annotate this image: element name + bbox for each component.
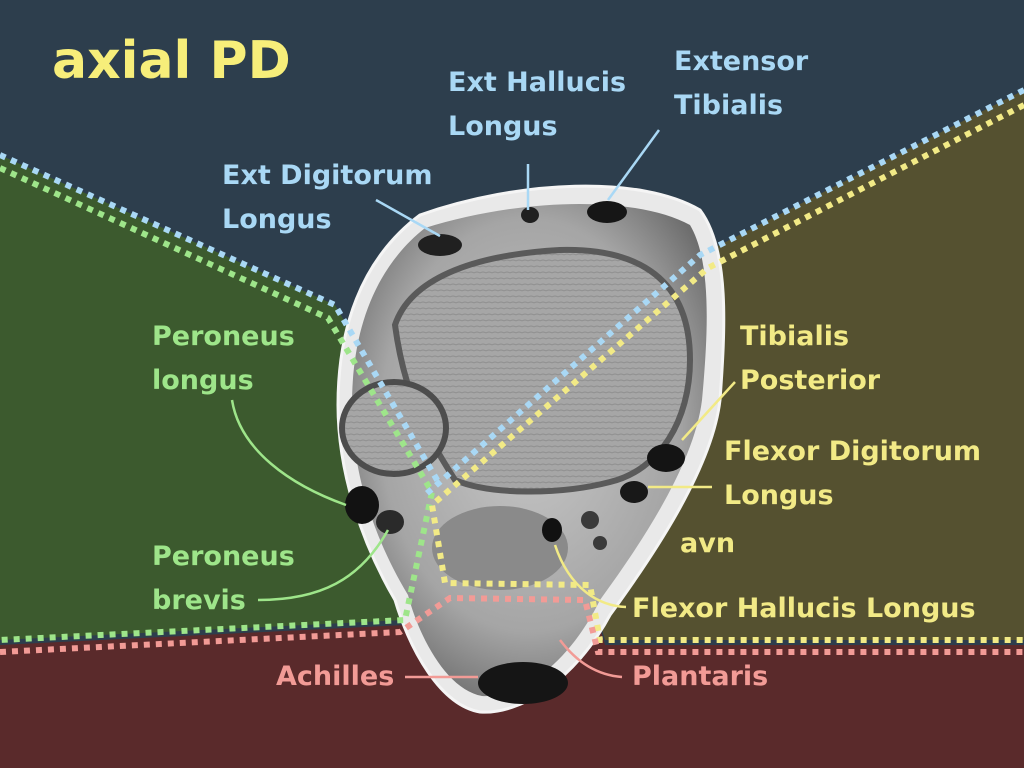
leader-peroneus-brevis: [257, 529, 390, 602]
fibula: [339, 379, 449, 477]
tibialis-posterior-shape: [647, 444, 685, 472]
label-peroneus-longus-1: Peroneus: [152, 321, 295, 352]
label-tibialis-posterior-1: Tibialis: [740, 321, 849, 352]
edl-tendon-shape: [418, 234, 462, 256]
peroneus-brevis-shape: [376, 510, 404, 534]
achilles-tendon-shape: [478, 662, 568, 704]
mri-slice: [336, 184, 726, 714]
peroneus-longus-shape: [345, 486, 379, 524]
label-ext-hallucis-longus-1: Ext Hallucis: [448, 67, 626, 98]
lateral-region: [0, 155, 440, 640]
label-peroneus-brevis-1: Peroneus: [152, 541, 295, 572]
fdl-shape: [620, 481, 648, 503]
extensor-tibialis-tendon-shape: [587, 201, 627, 223]
label-ext-digitorum-longus-2: Longus: [222, 204, 332, 235]
label-avn: avn: [680, 528, 735, 559]
posterior-boundary: [0, 594, 1024, 655]
ehl-tendon-shape: [521, 207, 539, 223]
fhl-shape: [542, 518, 562, 542]
leader-lines: [230, 129, 736, 679]
posterior-muscle: [432, 506, 568, 590]
leader-edl: [375, 198, 441, 238]
anterior-lateral-boundary: [0, 152, 443, 487]
leader-tibialis-posterior: [681, 381, 736, 441]
title: axial PD: [52, 31, 291, 91]
leader-fhl: [553, 544, 627, 609]
tibia: [391, 246, 694, 495]
leader-peroneus-longus: [230, 399, 347, 507]
label-peroneus-longus-2: longus: [152, 365, 254, 396]
label-tibialis-posterior-2: Posterior: [740, 365, 881, 396]
label-plantaris: Plantaris: [632, 661, 768, 692]
anterior-medial-boundary: [423, 87, 1024, 498]
medial-boundary-yellow: [428, 102, 1024, 643]
leader-plantaris: [559, 639, 623, 679]
label-flexor-digitorum-longus-2: Longus: [724, 480, 834, 511]
label-peroneus-brevis-2: brevis: [152, 585, 246, 616]
label-flexor-hallucis-longus: Flexor Hallucis Longus: [632, 593, 976, 624]
label-extensor-tibialis-1: Extensor: [674, 46, 809, 77]
compartment-boundaries: [0, 87, 1024, 655]
label-extensor-tibialis-2: Tibialis: [674, 90, 783, 121]
label-achilles: Achilles: [276, 661, 394, 692]
label-ext-digitorum-longus-1: Ext Digitorum: [222, 160, 433, 191]
leader-extensor-tibialis: [606, 129, 661, 201]
lateral-boundary-green: [0, 165, 436, 643]
label-ext-hallucis-longus-2: Longus: [448, 111, 558, 142]
label-flexor-digitorum-longus-1: Flexor Digitorum: [724, 436, 981, 467]
neurovascular-bundle: [593, 536, 607, 550]
neurovascular-bundle: [581, 511, 599, 529]
